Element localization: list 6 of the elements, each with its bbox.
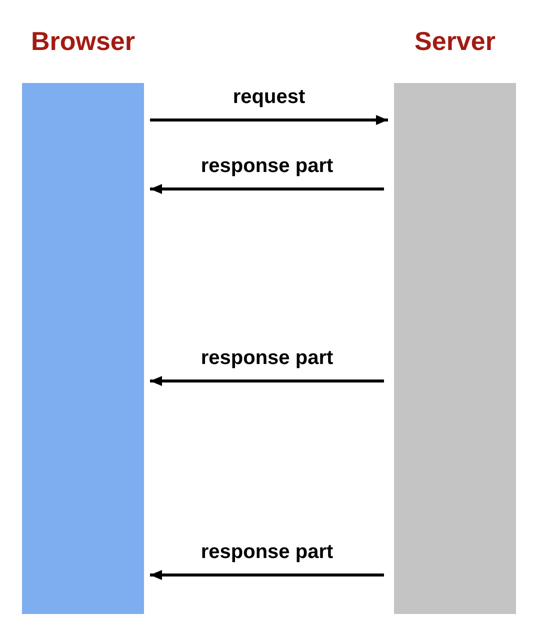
arrow: [150, 184, 384, 194]
participant-label: Server: [414, 25, 496, 57]
participant-label: Browser: [30, 25, 136, 57]
arrow: [150, 570, 384, 580]
arrow: [150, 115, 388, 125]
arrow: [150, 376, 384, 386]
